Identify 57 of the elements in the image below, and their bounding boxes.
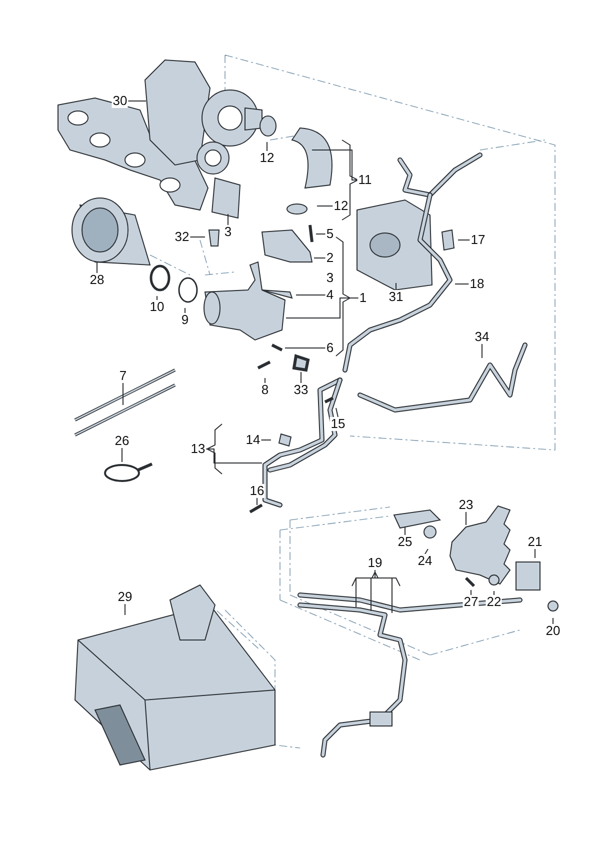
callout-number: 20 bbox=[544, 624, 562, 638]
leader-line bbox=[404, 526, 406, 536]
leader-line bbox=[206, 448, 262, 464]
callout-number: 3 bbox=[325, 271, 335, 285]
leader-line bbox=[312, 150, 358, 180]
leader-line bbox=[552, 618, 554, 624]
callout-number: 14 bbox=[244, 433, 262, 447]
callout-number: 13 bbox=[190, 442, 206, 456]
callout-number: 9 bbox=[180, 313, 190, 327]
callout-number: 23 bbox=[458, 498, 474, 512]
callout-number: 11 bbox=[357, 173, 373, 187]
callout-number: 12 bbox=[258, 151, 276, 165]
callout-number: 21 bbox=[526, 535, 544, 549]
leader-line bbox=[470, 590, 472, 596]
leader-line bbox=[256, 498, 258, 506]
leader-line bbox=[336, 408, 338, 418]
callout-number: 32 bbox=[174, 230, 190, 244]
callout-number: 22 bbox=[486, 595, 502, 609]
callout-number: 3 bbox=[223, 225, 233, 239]
callout-number: 17 bbox=[470, 233, 486, 247]
callout-number: 2 bbox=[325, 251, 335, 265]
callout-number: 15 bbox=[330, 417, 346, 431]
callout-number: 25 bbox=[396, 535, 414, 549]
leader-line bbox=[264, 378, 266, 384]
callout-number: 34 bbox=[474, 330, 490, 344]
leader-line bbox=[124, 604, 126, 616]
leader-line bbox=[286, 298, 359, 318]
callout-number: 29 bbox=[116, 590, 134, 604]
callout-number: 27 bbox=[462, 595, 480, 609]
leader-line bbox=[300, 372, 302, 384]
leader-line bbox=[296, 294, 326, 296]
callout-number: 24 bbox=[416, 554, 434, 568]
leader-line bbox=[184, 308, 186, 314]
leader-line bbox=[122, 382, 124, 406]
callout-number: 1 bbox=[358, 291, 368, 305]
callout-number: 5 bbox=[325, 227, 335, 241]
callout-number: 18 bbox=[468, 277, 486, 291]
callout-number: 4 bbox=[325, 288, 335, 302]
leader-line bbox=[424, 548, 428, 554]
leader-line bbox=[156, 296, 158, 300]
leader-line bbox=[534, 548, 536, 558]
leader-line bbox=[266, 142, 268, 152]
leader-line bbox=[190, 236, 206, 238]
callout-number: 26 bbox=[114, 434, 130, 448]
callout-number: 31 bbox=[388, 290, 404, 304]
callout-number: 19 bbox=[366, 556, 384, 570]
callout-number: 8 bbox=[260, 383, 270, 397]
callout-number: 33 bbox=[292, 383, 310, 397]
callout-number: 12 bbox=[332, 199, 350, 213]
leader-line bbox=[128, 100, 146, 102]
callout-number: 7 bbox=[118, 369, 128, 383]
leader-line bbox=[96, 262, 98, 274]
callout-number: 10 bbox=[148, 300, 166, 314]
callout-number: 28 bbox=[88, 273, 106, 287]
callout-number: 30 bbox=[112, 94, 128, 108]
callout-number: 16 bbox=[248, 484, 266, 498]
callout-number: 6 bbox=[325, 341, 335, 355]
